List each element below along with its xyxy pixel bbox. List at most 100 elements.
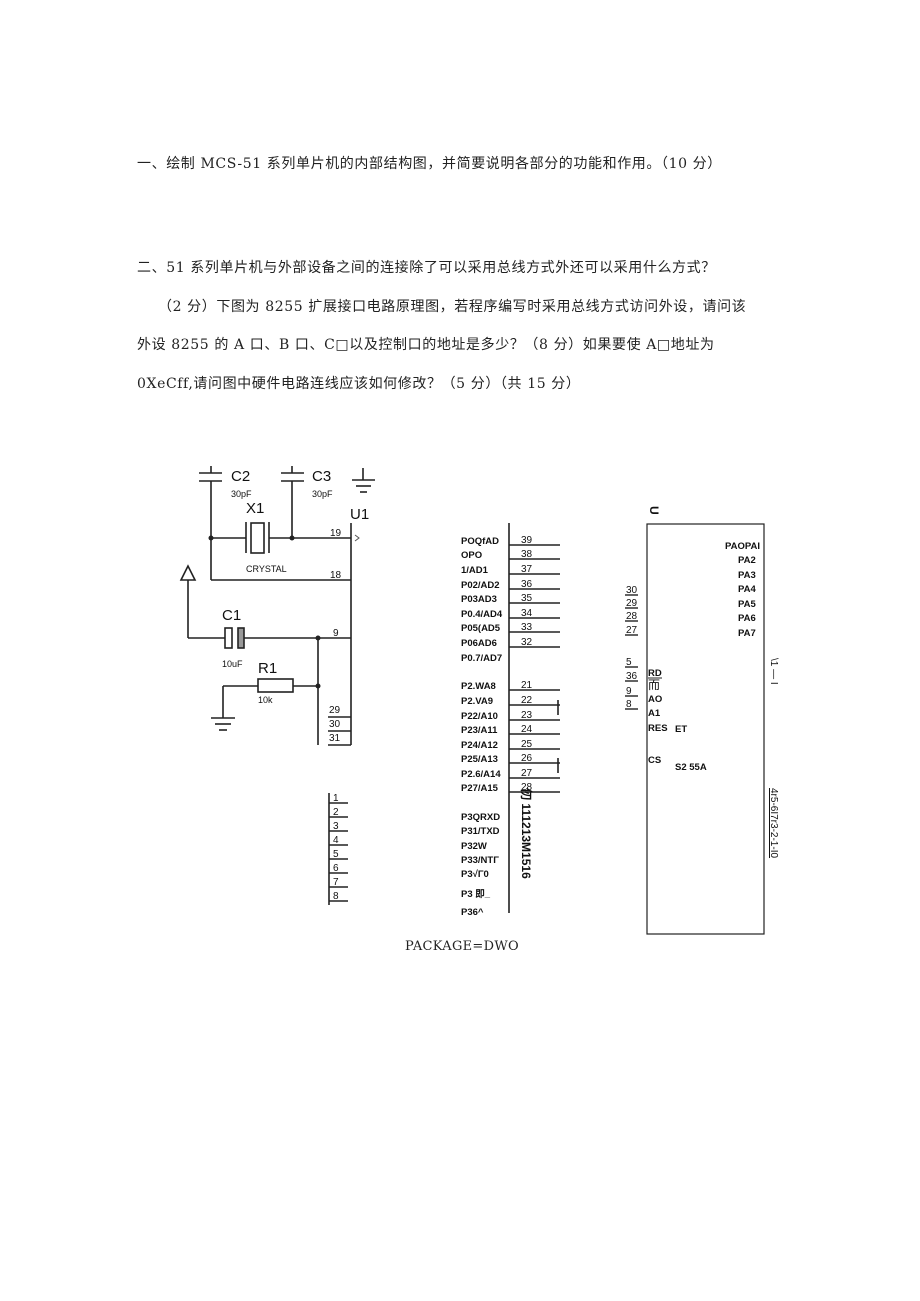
u2-pin-a1: A1 <box>648 708 661 719</box>
c3-label: C3 <box>312 468 331 485</box>
port3-pin-number: 6 <box>333 863 339 874</box>
u1-port-pin-number: 23 <box>521 710 533 721</box>
u1-port-pin-number: 32 <box>521 637 533 648</box>
u2-pin-rd: RD <box>648 668 662 679</box>
u1-port-pin-label: P05(AD5 <box>461 623 501 634</box>
u2-pin-number: 29 <box>626 598 638 609</box>
question-1: 一、绘制 MCS-51 系列单片机的内部结构图，并简要说明各部分的功能和作用。（… <box>137 156 722 172</box>
u2-pin-number: 36 <box>626 671 638 682</box>
u1-port-pin-number: 37 <box>521 564 533 575</box>
u2-pin-pa0-pa1: PAOPAI <box>725 541 760 552</box>
u1-port-pin-number: 33 <box>521 622 533 633</box>
port3-pin-number: 8 <box>333 891 339 902</box>
u2-pin-number: 5 <box>626 657 632 668</box>
question-2-line-2: （2 分）下图为 8255 扩展接口电路原理图，若程序编写时采用总线方式访问外设… <box>158 299 747 315</box>
u1-port-pin-label: P32W <box>461 841 487 852</box>
u1-port-pin-number: 28 <box>521 782 533 793</box>
u1-pin-29: 29 <box>329 705 341 716</box>
u2-pin-number: 27 <box>626 625 638 636</box>
u1-pin-18: 18 <box>330 570 342 581</box>
u1-port-pin-number: 39 <box>521 535 533 546</box>
u1-port-pin-number: 26 <box>521 753 533 764</box>
u1-port-pin-label: P2.VA9 <box>461 696 493 707</box>
u1-port-pin-label: P27/A15 <box>461 783 499 794</box>
x1-value: CRYSTAL <box>246 564 287 574</box>
package-caption: PACKAGE=DWO <box>405 939 519 954</box>
u1-port-pin-label: P3√Γ0 <box>461 869 489 880</box>
u1-port-pin-label: P03AD3 <box>461 594 497 605</box>
port3-pin-number: 5 <box>333 849 339 860</box>
u1-port-pin-number: 25 <box>521 739 533 750</box>
u2-pin-a0: AO <box>648 694 662 705</box>
u2-pin-reset: RES <box>648 723 668 734</box>
u2-pin-number: 9 <box>626 686 632 697</box>
u2-pin-et: ET <box>675 724 687 735</box>
u2-pin-pa2: PA2 <box>738 555 756 566</box>
u1-vertical-pin-numbers: 仞 111213M1516 <box>519 787 534 879</box>
u1-label: U1 <box>350 506 369 523</box>
power-arrow-icon <box>179 564 197 581</box>
u2-pin-number: 28 <box>626 611 638 622</box>
u1-port-pin-label: P23/A11 <box>461 725 498 736</box>
c1-value: 10uF <box>222 659 243 669</box>
u1-port-pin-label: P33/NTΓ <box>461 855 499 866</box>
u1-port-pin-number: 36 <box>521 579 533 590</box>
u1-port-pin-number: 35 <box>521 593 533 604</box>
u1-port-pin-label: P3QRXD <box>461 812 500 823</box>
c2-label: C2 <box>231 468 250 485</box>
u1-pin-9: 9 <box>333 628 339 639</box>
u2-right-pin-text-2: 4r5-6I7r3-2-1-I0 <box>768 788 779 858</box>
u1-port-pin-label: P0.4/AD4 <box>461 609 503 620</box>
r1-value: 10k <box>258 695 273 705</box>
u2-pin-number: 30 <box>626 585 638 596</box>
u2-pin-number: 8 <box>626 699 632 710</box>
junction-dot <box>315 635 321 641</box>
u1-port-pin-number: 24 <box>521 724 533 735</box>
junction-dot <box>289 535 295 541</box>
u2-8255-chip-body <box>646 523 765 935</box>
u2-pin-pa7: PA7 <box>738 628 756 639</box>
u2-right-pin-text-1: \1 — I <box>768 658 779 685</box>
u1-port-pin-label: POQfAD <box>461 536 499 547</box>
u2-pin-pa6: PA6 <box>738 613 756 624</box>
junction-dot <box>208 535 214 541</box>
c2-value: 30pF <box>231 489 252 499</box>
u1-port-pin-label: 1/AD1 <box>461 565 489 576</box>
u2-chip-name: S2 55A <box>675 762 707 773</box>
u1-port-pin-label: P2.WA8 <box>461 681 496 692</box>
u2-pin-cs: CS <box>648 755 661 766</box>
u1-pin-31: 31 <box>329 733 341 744</box>
question-2-line-4: 0XeCff,请问图中硬件电路连线应该如何修改？（5 分）（共 15 分） <box>137 376 581 392</box>
question-2-line-3: 外设 8255 的 A 口、B 口、C□以及控制口的地址是多少？（8 分）如果要… <box>137 337 715 353</box>
port3-pin-number: 7 <box>333 877 339 888</box>
u1-port-pin-label: OPO <box>461 550 482 561</box>
port3-pin-number: 3 <box>333 821 339 832</box>
u1-port-pin-label: P0.7/AD7 <box>461 653 502 664</box>
u2-left-pins: 30 29 28 27 5 36 9 8 <box>625 585 638 710</box>
port3-pin-number: 1 <box>333 793 339 804</box>
r1-label: R1 <box>258 660 277 677</box>
u1-port-pin-label: P24/A12 <box>461 740 498 751</box>
u1-port-pin-label: P02/AD2 <box>461 580 500 591</box>
u1-port-pin-number: 27 <box>521 768 533 779</box>
oscillator-wiring <box>187 466 375 746</box>
u1-port-pin-label: P3 即_ <box>461 889 491 900</box>
u1-port-pin-label: P31/TXD <box>461 826 500 837</box>
clock-marker-icon <box>354 534 360 542</box>
u1-pin-30: 30 <box>329 719 341 730</box>
u1-port-pin-label: P25/A13 <box>461 754 498 765</box>
u1-pin-19: 19 <box>330 528 342 539</box>
u2-label: U <box>647 506 661 515</box>
u2-pin-pa4: PA4 <box>738 584 756 595</box>
u1-port-pin-number: 21 <box>521 680 533 691</box>
u1-port-pin-label: P22/A10 <box>461 711 498 722</box>
u1-port-pin-label: P2.6/A14 <box>461 769 501 780</box>
u2-pin-pa5: PA5 <box>738 599 756 610</box>
x1-label: X1 <box>246 500 264 517</box>
question-2-line-1: 二、51 系列单片机与外部设备之间的连接除了可以采用总线方式外还可以采用什么方式… <box>137 260 716 276</box>
port3-pin-number: 4 <box>333 835 339 846</box>
c3-value: 30pF <box>312 489 333 499</box>
